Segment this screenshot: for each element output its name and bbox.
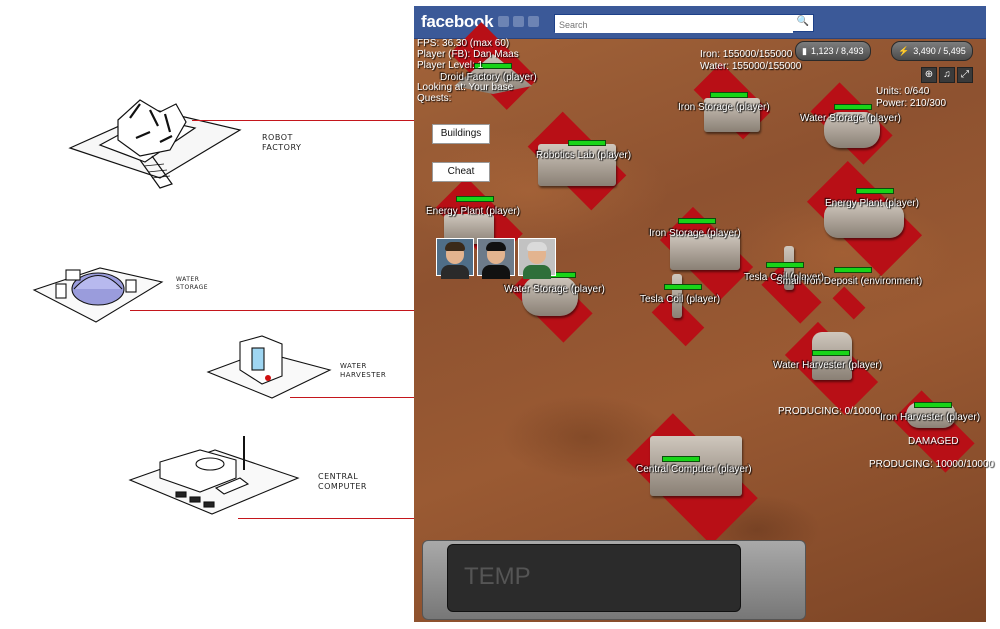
label-energy-plant-2: Energy Plant (player) — [825, 198, 919, 209]
iron-capacity: Iron: 155000/155000 — [700, 49, 793, 60]
building-water-storage-2[interactable] — [522, 276, 578, 316]
label-iron-storage-1: Iron Storage (player) — [678, 102, 770, 113]
status-producing-iron: PRODUCING: 10000/10000 — [869, 459, 995, 470]
concept-sketches: Robot Factory Water Storage Water Harves… — [0, 0, 414, 629]
health-bar-robotics-lab — [568, 140, 606, 146]
temp-screen: TEMP — [447, 544, 741, 612]
status-damaged: DAMAGED — [908, 436, 959, 447]
health-bar-water-harvester — [812, 350, 850, 356]
water-storage-label: Water Storage — [176, 276, 209, 291]
label-water-storage-1: Water Storage (player) — [800, 113, 901, 124]
health-bar-energy-plant-1 — [456, 196, 494, 202]
building-robotics-lab[interactable] — [538, 144, 616, 186]
notifications-icon[interactable] — [528, 16, 539, 27]
building-tesla-coil-1[interactable] — [672, 274, 682, 318]
unit-power-stats: Units: 0/640 Power: 210/300 — [876, 86, 946, 110]
player-level: Player Level: 1 — [417, 60, 484, 71]
health-bar-iron-harvester — [914, 402, 952, 408]
pad-iron-deposit — [832, 286, 866, 320]
central-computer-sketch — [128, 436, 300, 515]
units-count: Units: 0/640 — [876, 86, 930, 97]
building-energy-plant-2[interactable] — [824, 202, 904, 238]
label-water-storage-2: Water Storage (player) — [504, 284, 605, 295]
health-bar-central-computer — [662, 456, 700, 462]
game-viewport[interactable]: facebook 🔍 — [414, 6, 994, 622]
health-bar-water-storage-1 — [834, 104, 872, 110]
health-bar-iron-storage-2 — [678, 218, 716, 224]
iron-resource-pill[interactable]: ▮1,123 / 8,493 — [795, 41, 871, 61]
building-iron-storage-1[interactable] — [704, 98, 760, 132]
friend-avatar[interactable] — [436, 238, 474, 279]
connector-robot-factory — [192, 120, 492, 121]
health-bar-energy-plant-2 — [856, 188, 894, 194]
building-iron-storage-2[interactable] — [670, 234, 740, 270]
building-water-storage-1[interactable] — [824, 112, 880, 148]
central-computer-label: Central Computer — [318, 472, 367, 491]
robot-factory-sketch — [68, 99, 242, 189]
fullscreen-icon[interactable]: ⤢ — [957, 67, 973, 83]
facebook-notification-icons — [498, 16, 539, 27]
health-bar-tesla-coil-1 — [664, 284, 702, 290]
facebook-header: facebook 🔍 — [414, 6, 986, 39]
health-bar-tesla-coil-2 — [766, 262, 804, 268]
label-robotics-lab: Robotics Lab (player) — [536, 150, 632, 161]
zoom-icon[interactable]: ⊕ — [921, 67, 937, 83]
sketch-drawings — [32, 99, 332, 515]
building-central-computer[interactable] — [650, 436, 742, 496]
facebook-search: 🔍 — [554, 14, 814, 33]
friends-bar — [436, 238, 556, 279]
label-iron-storage-2: Iron Storage (player) — [649, 228, 741, 239]
music-icon[interactable]: ♫ — [939, 67, 955, 83]
search-icon[interactable]: 🔍 — [796, 16, 809, 27]
messages-icon[interactable] — [513, 16, 524, 27]
water-harvester-sketch — [206, 335, 332, 399]
lightning-icon: ⚡ — [898, 46, 910, 56]
friend-avatar[interactable] — [477, 238, 515, 279]
power-level: Power: 210/300 — [876, 98, 947, 109]
health-bar-iron-storage-1 — [710, 92, 748, 98]
health-bar-droid-factory — [474, 63, 512, 69]
label-energy-plant-1: Energy Plant (player) — [426, 206, 520, 217]
cheat-button[interactable]: Cheat — [432, 162, 490, 182]
label-tesla-coil-1: Tesla Coil (player) — [640, 294, 721, 305]
looking-at: Looking at: Your base — [417, 82, 514, 93]
connector-water-storage — [130, 310, 510, 311]
label-iron-deposit: Small Iron Deposit (environment) — [776, 276, 923, 287]
label-water-harvester: Water Harvester (player) — [773, 360, 883, 371]
debug-hud: FPS: 36.30 (max 60) Player (FB): Dan Maa… — [417, 38, 519, 104]
status-producing-water: PRODUCING: 0/10000 — [778, 406, 881, 417]
friend-requests-icon[interactable] — [498, 16, 509, 27]
robot-factory-label: Robot Factory — [262, 133, 302, 152]
label-central-computer: Central Computer (player) — [636, 464, 752, 475]
label-droid-factory: Droid Factory (player) — [440, 72, 537, 83]
quests-label: Quests: — [417, 93, 452, 104]
search-input[interactable] — [555, 17, 793, 33]
iron-icon: ▮ — [802, 46, 807, 56]
water-capacity: Water: 155000/155000 — [700, 61, 802, 72]
player-name: Player (FB): Dan Maas — [417, 49, 519, 60]
bottom-panel: TEMP — [422, 540, 806, 620]
water-storage-sketch — [32, 267, 164, 323]
label-tesla-coil-2: Tesla Coil (player) — [744, 272, 825, 283]
health-bar-iron-deposit — [834, 267, 872, 273]
label-iron-harvester: Iron Harvester (player) — [880, 412, 981, 423]
buildings-button[interactable]: Buildings — [432, 124, 490, 144]
building-tesla-coil-2[interactable] — [784, 246, 794, 290]
water-harvester-label: Water Harvester — [340, 362, 387, 379]
storage-stats: Iron: 155000/155000 Water: 155000/155000 — [700, 49, 801, 73]
fps-readout: FPS: 36.30 (max 60) — [417, 38, 510, 49]
energy-resource-pill[interactable]: ⚡3,490 / 5,495 — [891, 41, 973, 61]
friend-avatar[interactable] — [518, 238, 556, 279]
building-water-harvester[interactable] — [812, 332, 852, 380]
